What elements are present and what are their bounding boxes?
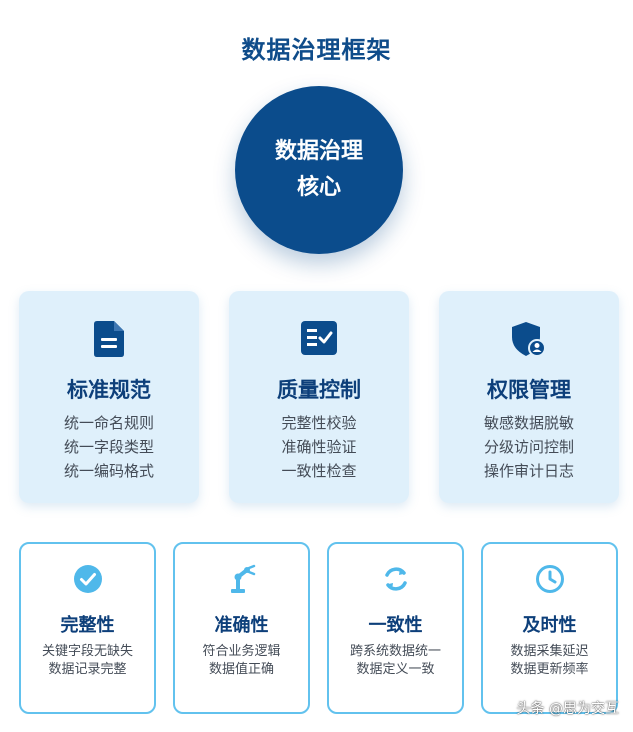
checklist-icon: [229, 321, 409, 357]
pillar-item: 分级访问控制: [483, 438, 574, 456]
pillar-item: 准确性验证: [281, 438, 357, 456]
dimension-card-completeness: 完整性 关键字段无缺失 数据记录完整: [19, 542, 156, 714]
dimension-item: 关键字段无缺失: [41, 644, 133, 659]
dimension-title: 准确性: [214, 615, 269, 636]
pillar-card-quality: 质量控制 完整性校验 准确性验证 一致性检查: [229, 291, 409, 503]
pillar-item: 一致性检查: [281, 462, 357, 480]
check-circle-icon: [21, 564, 154, 594]
clock-icon: [483, 564, 616, 594]
pillar-title: 标准规范: [67, 378, 151, 402]
pillar-item: 敏感数据脱敏: [483, 414, 574, 432]
pillar-card-permissions: 权限管理 敏感数据脱敏 分级访问控制 操作审计日志: [439, 291, 619, 503]
dimension-card-accuracy: 准确性 符合业务逻辑 数据值正确: [173, 542, 310, 714]
document-icon: [19, 321, 199, 357]
dimension-item: 数据值正确: [208, 662, 274, 677]
core-label-line1: 数据治理: [274, 139, 363, 164]
dimension-item: 符合业务逻辑: [202, 644, 281, 659]
dimension-item: 数据更新频率: [510, 662, 589, 677]
dimension-title: 及时性: [522, 615, 577, 636]
core-label-line2: 核心: [296, 175, 341, 200]
page-title: 数据治理框架: [241, 36, 392, 64]
dimension-item: 数据记录完整: [48, 662, 127, 677]
pillar-title: 质量控制: [277, 378, 361, 402]
dimension-card-timeliness: 及时性 数据采集延迟 数据更新频率: [481, 542, 618, 714]
core-circle: 数据治理 核心: [235, 86, 403, 254]
sync-icon: [329, 564, 462, 594]
dimension-item: 跨系统数据统一: [349, 644, 441, 659]
pillar-title: 权限管理: [487, 378, 571, 402]
dimension-card-consistency: 一致性 跨系统数据统一 数据定义一致: [327, 542, 464, 714]
pillar-item: 统一命名规则: [63, 414, 154, 432]
pillar-item: 统一字段类型: [63, 438, 154, 456]
dimension-item: 数据采集延迟: [510, 644, 589, 659]
dimension-item: 数据定义一致: [356, 662, 435, 677]
robot-arm-icon: [175, 564, 308, 594]
watermark: 头条 @思为交互: [516, 701, 619, 717]
dimension-title: 完整性: [60, 615, 115, 636]
shield-user-icon: [439, 321, 619, 357]
pillar-item: 操作审计日志: [483, 462, 574, 480]
pillar-card-standards: 标准规范 统一命名规则 统一字段类型 统一编码格式: [19, 291, 199, 503]
pillar-item: 统一编码格式: [63, 462, 154, 480]
pillar-item: 完整性校验: [281, 414, 357, 432]
dimension-title: 一致性: [368, 615, 423, 636]
